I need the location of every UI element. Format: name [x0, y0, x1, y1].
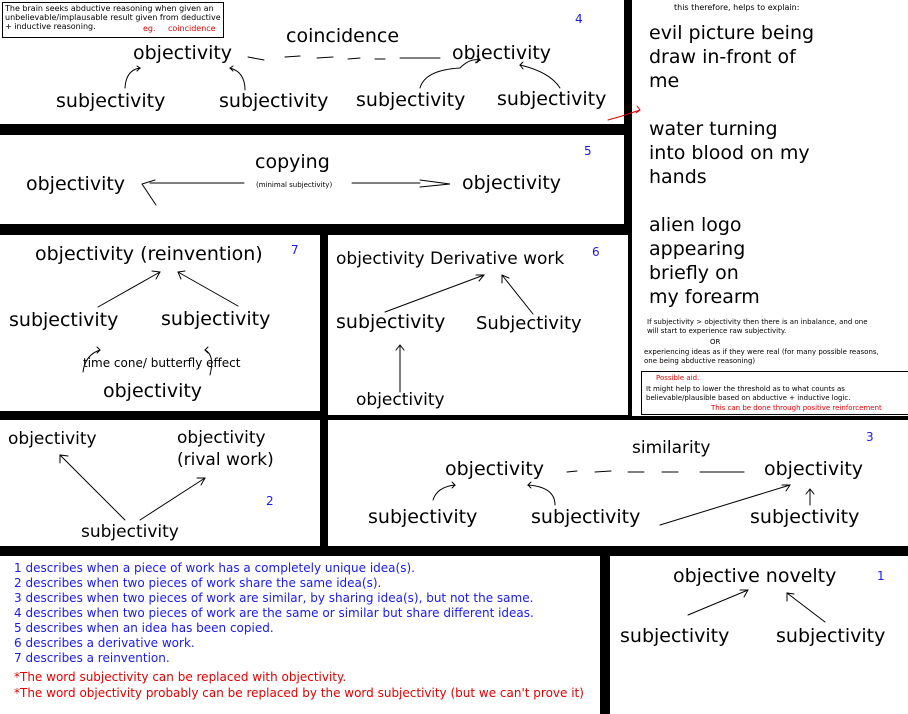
panel-2-number: 2	[266, 494, 274, 508]
side-line: me	[649, 70, 680, 92]
panel-3-subjectivity-3: subjectivity	[750, 506, 860, 528]
panel-5-title: copying	[255, 151, 330, 173]
side-line: water turning	[649, 118, 778, 140]
side-note-experiencing: experiencing ideas as if they were real …	[644, 348, 879, 365]
panel-3-number: 3	[866, 430, 874, 444]
panel-7-time-cone: time cone/ butterfly effect	[83, 356, 241, 370]
possible-aid-reinforcement: This can be done through positive reinfo…	[711, 404, 882, 412]
side-example-water-blood: water turning into blood on my hands	[649, 117, 810, 189]
panel-7-title: objectivity (reinvention)	[35, 243, 263, 265]
panel-6-subjectivity-right: Subjectivity	[476, 313, 582, 334]
legend-note-1: *The word subjectivity can be replaced w…	[14, 670, 347, 684]
legend-note-2: *The word objectivity probably can be re…	[14, 686, 584, 700]
panel-3-subjectivity-1: subjectivity	[368, 506, 478, 528]
side-note-imbalance: If subjectivity > objectivity then there…	[647, 318, 868, 335]
panel-5-note: (minimal subjectivity)	[256, 181, 333, 189]
legend-item-1: 1 describes when a piece of work has a c…	[14, 561, 415, 575]
side-line: alien logo	[649, 214, 742, 236]
side-example-alien-logo: alien logo appearing briefly on my forea…	[649, 213, 760, 309]
side-note-or: OR	[710, 338, 721, 346]
possible-aid-box	[641, 371, 908, 415]
side-example-evil-picture: evil picture being draw in-front of me	[649, 21, 814, 93]
possible-aid-text: It might help to lower the threshold as …	[646, 385, 851, 402]
panel-4-objectivity-right: objectivity	[452, 42, 552, 64]
side-line: evil picture being	[649, 22, 815, 44]
panel-4-subjectivity-3: subjectivity	[356, 89, 466, 111]
panel-2-objectivity-left: objectivity	[8, 429, 97, 449]
possible-aid-label: Possible aid.	[656, 374, 700, 382]
panel-4-objectivity-left: objectivity	[133, 42, 233, 64]
panel-2-objectivity-right-1: objectivity	[177, 428, 266, 448]
panel-2-subjectivity: subjectivity	[81, 522, 179, 542]
panel-5-number: 5	[584, 144, 592, 158]
legend-item-2: 2 describes when two pieces of work shar…	[14, 576, 382, 590]
panel-similarity	[328, 420, 908, 546]
panel-copying	[0, 135, 624, 224]
side-line: into blood on my	[649, 142, 810, 164]
panel-6-title: objectivity Derivative work	[336, 249, 565, 269]
panel-5-objectivity-left: objectivity	[26, 173, 126, 195]
panel-7-number: 7	[291, 243, 299, 257]
legend-item-3: 3 describes when two pieces of work are …	[14, 591, 534, 605]
top-note-eg: eg.	[143, 24, 156, 33]
top-note-text: The brain seeks abductive reasoning when…	[5, 4, 221, 31]
panel-7-subjectivity-right: subjectivity	[161, 308, 271, 330]
top-note-coincidence: coincidence	[168, 24, 216, 33]
panel-6-objectivity: objectivity	[356, 390, 445, 410]
panel-3-objectivity-right: objectivity	[764, 458, 864, 480]
side-line: briefly on	[649, 262, 739, 284]
top-note-box	[2, 2, 224, 38]
panel-4-number: 4	[575, 12, 583, 26]
panel-1-subjectivity-left: subjectivity	[620, 625, 730, 647]
panel-novelty	[610, 556, 908, 714]
panel-4-subjectivity-2: subjectivity	[219, 90, 329, 112]
panel-1-number: 1	[877, 569, 885, 583]
side-line: appearing	[649, 238, 746, 260]
panel-5-objectivity-right: objectivity	[462, 172, 562, 194]
panel-3-title: similarity	[632, 438, 711, 458]
legend-item-7: 7 describes a reinvention.	[14, 651, 170, 665]
panel-derivative	[328, 235, 628, 415]
legend-item-5: 5 describes when an idea has been copied…	[14, 621, 274, 635]
side-line: my forearm	[649, 286, 760, 308]
panel-3-objectivity-left: objectivity	[445, 458, 545, 480]
side-line: hands	[649, 166, 707, 188]
panel-6-number: 6	[592, 245, 600, 259]
panel-2-objectivity-right-2: (rival work)	[177, 450, 274, 470]
side-line: draw in-front of	[649, 46, 796, 68]
panel-4-title: coincidence	[286, 25, 400, 47]
panel-4-subjectivity-4: subjectivity	[497, 88, 607, 110]
panel-legend	[0, 556, 600, 714]
panel-7-subjectivity-left: subjectivity	[9, 309, 119, 331]
panel-1-title: objective novelty	[673, 565, 837, 587]
side-header: this therefore, helps to explain:	[674, 3, 800, 12]
legend-item-4: 4 describes when two pieces of work are …	[14, 606, 534, 620]
panel-1-subjectivity-right: subjectivity	[776, 625, 886, 647]
panel-7-objectivity: objectivity	[103, 380, 203, 402]
legend-item-6: 6 describes a derivative work.	[14, 636, 195, 650]
panel-3-subjectivity-2: subjectivity	[531, 506, 641, 528]
panel-side-explanations	[632, 0, 908, 416]
panel-reinvention	[0, 235, 320, 411]
panel-4-subjectivity-1: subjectivity	[56, 90, 166, 112]
panel-6-subjectivity-left: subjectivity	[336, 311, 446, 333]
